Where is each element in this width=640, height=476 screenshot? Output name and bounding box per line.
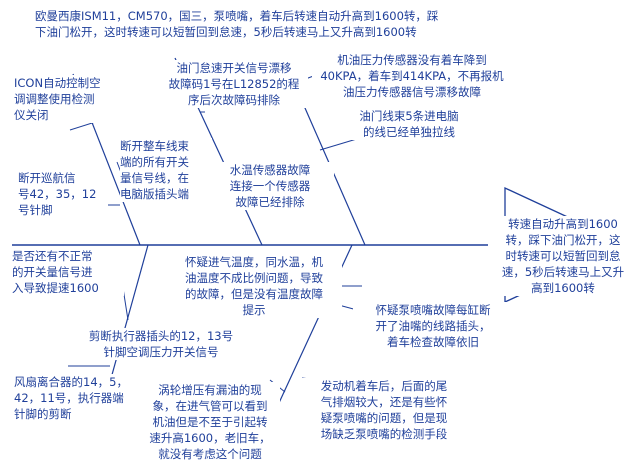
cause-cruise-signal: 断开巡航信 号42，35，12 号针脚 — [18, 170, 108, 218]
cause-intake-temp: 怀疑进气温度，同水温，机 油温度不成比例问题，导致 的故障，但是没有温度故障 提… — [166, 254, 342, 318]
sub-throttle-harness — [319, 137, 361, 151]
cause-exhaust-smoke: 发动机着车后，后面的尾 气排烟较大，还是有些怀 疑泵喷嘴的问题，但是现 场缺乏泵… — [300, 378, 468, 442]
diagram-title: 欧曼西康ISM11，CM570，国三，泵喷嘴，着车后转速自动升高到1600转，踩… — [35, 9, 439, 39]
cause-throttle-harness: 油门线束5条进电脑 的线已经单独拉线 — [336, 108, 482, 140]
cause-actuator-plug-pins: 剪断执行器插头的12，13号 针脚空调压力开关信号 — [80, 328, 242, 360]
cause-fan-clutch-pins: 风扇离合器的14，5， 42，11号，执行器端 针脚的剪断 — [14, 374, 144, 422]
cause-throttle-idle-switch: 油门怠速开关信号漂移 故障码1号在L12852的程 序后次故障码排除 — [160, 60, 308, 108]
cause-turbo-oil-leak: 涡轮增压有漏油的现 象，在进气管可以看到 机油但是不至于引起转 速升高1600，… — [140, 382, 280, 462]
cause-abnormal-switch-signal: 是否还有不正常 的开关量信号进 入导致提速1600 — [12, 248, 124, 296]
cause-icon-ac: ICON自动控制空 调调整使用检测 仪关闭 — [14, 75, 129, 123]
cause-oil-pressure-sensor: 机油压力传感器没有着车降到 40KPA，着车到414KPA，不再报机 油压力传感… — [312, 52, 512, 100]
cause-water-temp-sensor: 水温传感器故障 连接一个传感器 故障已经排除 — [206, 162, 334, 210]
cause-pump-injector-disconnect: 怀疑泵喷嘴故障每缸断 开了油嘴的线路插头， 着车检查故障依旧 — [353, 302, 513, 350]
head-effect-label: 转速自动升高到1600 转，踩下油门松开，这 时转速可以短暂回到怠 速，5秒后转… — [488, 216, 638, 296]
cause-harness-switch-signals: 断开整车线束 端的所有开关 量信号线，在 电脑版插头端 — [120, 138, 212, 202]
